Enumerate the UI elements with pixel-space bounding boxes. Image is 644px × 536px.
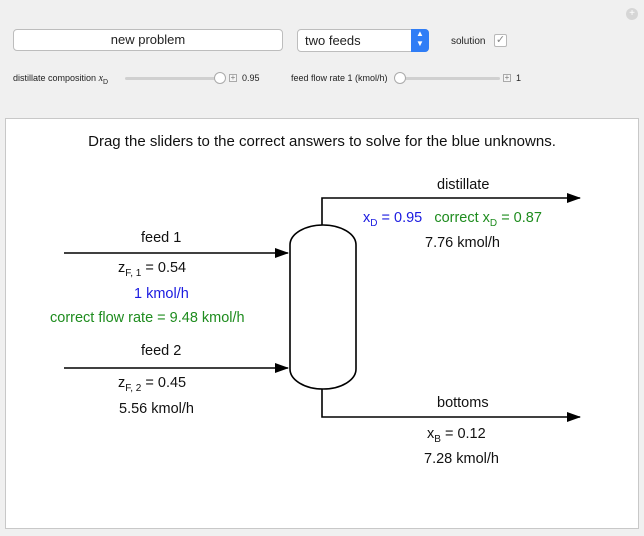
solution-label: solution [451, 36, 486, 47]
distillation-column [289, 224, 357, 390]
feed1-flow-unknown: 1 kmol/h [134, 286, 189, 302]
feed2-title: feed 2 [141, 343, 182, 359]
solution-checkbox[interactable]: ✓ [494, 34, 507, 47]
distillate-slider-thumb[interactable] [214, 72, 226, 84]
distillate-x-correct: correct xD = 0.87 [434, 210, 542, 229]
feed-flow-slider-track[interactable] [398, 77, 500, 80]
diagram-panel: Drag the sliders to the correct answers … [5, 118, 639, 529]
feed1-title: feed 1 [141, 230, 182, 246]
feed2-flow: 5.56 kmol/h [119, 401, 194, 417]
distillate-plus-icon[interactable]: + [229, 73, 237, 82]
feeds-dropdown-value: two feeds [305, 33, 361, 48]
distillate-slider-track[interactable] [125, 77, 225, 80]
instruction-text: Drag the sliders to the correct answers … [88, 133, 556, 150]
bottoms-stream-arrow [321, 389, 581, 422]
distillate-flow: 7.76 kmol/h [425, 235, 500, 251]
feed1-correct-flow: correct flow rate = 9.48 kmol/h [50, 310, 245, 326]
bottoms-title: bottoms [437, 395, 489, 411]
feed2-composition: zF, 2 = 0.45 [118, 375, 187, 394]
distillate-x-unknown: xD = 0.95 [363, 210, 423, 229]
options-plus-icon[interactable]: + [626, 8, 638, 20]
new-problem-button[interactable]: new problem [13, 29, 283, 51]
distillate-title: distillate [437, 177, 490, 193]
distillation-diagram [64, 193, 581, 422]
distillate-composition-label: distillate composition xD [13, 73, 109, 86]
distillate-slider-value: 0.95 [242, 73, 260, 83]
feed-flow-plus-icon[interactable]: + [503, 73, 511, 82]
feed1-composition: zF, 1 = 0.54 [118, 260, 187, 279]
updown-chevron-icon: ▲▼ [411, 29, 429, 52]
bottoms-flow: 7.28 kmol/h [424, 451, 499, 467]
checkmark-icon: ✓ [495, 34, 506, 46]
distillate-stream-arrow [321, 193, 581, 225]
feed-flow-slider-value: 1 [516, 73, 522, 83]
feeds-dropdown[interactable]: two feeds ▲▼ [297, 29, 429, 52]
bottoms-composition: xB = 0.12 [427, 426, 486, 445]
distillate-composition-line: xD = 0.95 correct xD = 0.87 [363, 210, 542, 229]
feed-flow-rate-label: feed flow rate 1 (kmol/h) [291, 73, 388, 83]
feed-flow-slider-thumb[interactable] [394, 72, 407, 84]
